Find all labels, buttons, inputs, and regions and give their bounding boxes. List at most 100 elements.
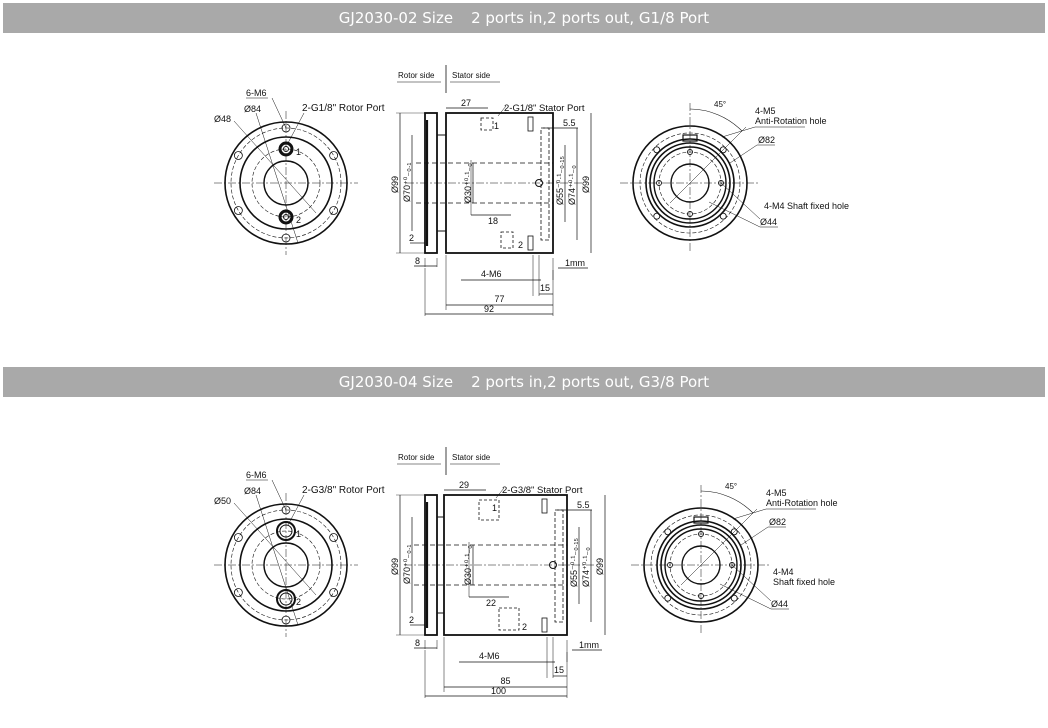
anti-rotation-circle — [650, 514, 752, 616]
leader-line — [721, 126, 756, 138]
anti-rotation-hole — [719, 212, 727, 220]
dimension-label: 8 — [415, 256, 420, 266]
pcd-label: Ø82 — [758, 135, 775, 145]
thread-hole — [541, 498, 548, 514]
diameter-label: Ø99 — [390, 558, 400, 575]
side-hole — [549, 561, 557, 569]
dimension-label: 1mm — [565, 258, 585, 268]
dimension-label: 22 — [486, 598, 496, 608]
diameter-label: Ø70⁺⁰₋₀.₁ — [402, 545, 412, 584]
key-slot — [682, 134, 698, 142]
dimension-label: 2 — [409, 615, 414, 625]
dimension-line — [719, 583, 772, 610]
pcd-label: Ø84 — [244, 486, 261, 496]
diameter-label: Ø74⁺⁰·¹₋₀ — [567, 165, 577, 205]
dimension-label: 5.5 — [563, 118, 576, 128]
bolt-hole — [329, 533, 339, 542]
section-banner-gj2030-04: GJ2030-04 Size 2 ports in,2 ports out, G… — [3, 367, 1045, 397]
bolt-spec-label: 6-M6 — [246, 470, 267, 480]
shaft-fixed-hole — [698, 531, 704, 537]
bolt-spec-label: 4-M6 — [479, 651, 500, 661]
leader-line — [255, 112, 299, 244]
thread-hole — [527, 116, 534, 132]
port-number: 2 — [296, 597, 301, 607]
bolt-hole — [281, 233, 291, 243]
stator-port-2 — [500, 231, 514, 249]
shaft-hole-label: Shaft fixed hole — [773, 577, 835, 587]
port-number: 2 — [518, 240, 523, 250]
anti-rotation-hole — [730, 594, 738, 602]
dimension-line — [720, 182, 761, 220]
model-description: 2 ports in,2 ports out, G3/8 Port — [471, 373, 710, 391]
diameter-label: Ø99 — [390, 176, 400, 193]
diameter-label: Ø30⁺⁰·¹₋₀ — [463, 163, 473, 203]
bolt-spec-label: 4-M6 — [481, 269, 502, 279]
flange-outline — [224, 503, 348, 627]
shaft-fixed-hole — [698, 593, 704, 599]
leader-line — [732, 508, 767, 520]
shaft-fixed-hole — [656, 180, 662, 186]
rotor-side-label: Rotor side — [398, 453, 435, 462]
bolt-hole — [329, 206, 339, 215]
dimension-label: 1mm — [579, 640, 599, 650]
diameter-label: Ø55⁻⁰·¹₋₀.₁₅ — [555, 156, 565, 205]
thread-hole — [527, 235, 534, 251]
ring — [653, 146, 727, 220]
bore-label: Ø44 — [771, 599, 788, 609]
bolt-hole — [281, 505, 291, 515]
ring — [660, 524, 742, 606]
dimension-line — [495, 487, 505, 499]
rotor-port — [278, 209, 294, 225]
bore-label: Ø48 — [214, 114, 231, 124]
dimension-label: 77 — [495, 294, 505, 304]
shaft-fixed-hole — [718, 180, 724, 186]
angle-label: 45° — [714, 100, 726, 109]
leader-line — [255, 494, 299, 626]
stator-body — [443, 494, 568, 636]
stator-side-label: Stator side — [452, 453, 491, 462]
dimension-label: 85 — [501, 676, 511, 686]
stator-port-1 — [480, 117, 494, 131]
stator-outline — [632, 125, 748, 241]
bolt-hole — [281, 123, 291, 133]
dimension-label: 27 — [461, 98, 471, 108]
anti-rotation-hole — [730, 528, 738, 536]
dimension-line — [731, 564, 772, 602]
dimension-label: 15 — [540, 283, 550, 293]
angle-arc — [689, 108, 743, 132]
rotor-port-bore — [279, 524, 293, 538]
shaft-fixed-hole — [667, 562, 673, 568]
model-title: GJ2030-04 Size — [338, 373, 454, 391]
angle-label: 45° — [725, 482, 737, 491]
dimension-label: 29 — [459, 480, 469, 490]
dimension-label: 92 — [484, 304, 494, 314]
diameter-label: Ø55⁻⁰·¹₋₀.₁₅ — [569, 538, 579, 587]
dimension-label: 8 — [415, 638, 420, 648]
shaft-hole-label: 4-M4 Shaft fixed hole — [764, 201, 849, 211]
dimension-label: 5.5 — [577, 500, 590, 510]
port-circle — [251, 530, 321, 600]
anti-rotation-hole — [653, 146, 661, 154]
stator-port-1 — [478, 499, 500, 521]
port-number: 1 — [492, 503, 497, 513]
leader-line — [669, 126, 747, 204]
leader-line — [271, 97, 287, 129]
side-hole — [535, 179, 543, 187]
anti-rotation-circle — [639, 132, 741, 234]
dimension-label: 2 — [409, 233, 414, 243]
rotor-port — [276, 589, 296, 609]
dimension-line — [729, 144, 758, 164]
stator-port-label: 2-G1/8" Stator Port — [504, 103, 585, 114]
shaft-bore — [681, 545, 721, 585]
rotor-port-bore — [283, 146, 289, 152]
stator-port-label: 2-G3/8" Stator Port — [502, 485, 583, 496]
stator-side-label: Stator side — [452, 71, 491, 80]
anti-rotation-hole — [653, 212, 661, 220]
anti-rotation-label: Anti-Rotation hole — [766, 498, 838, 508]
pcd-label: Ø84 — [244, 104, 261, 114]
dimension-label: 18 — [488, 216, 498, 226]
bolt-hole — [233, 151, 243, 160]
bolt-hole — [233, 533, 243, 542]
